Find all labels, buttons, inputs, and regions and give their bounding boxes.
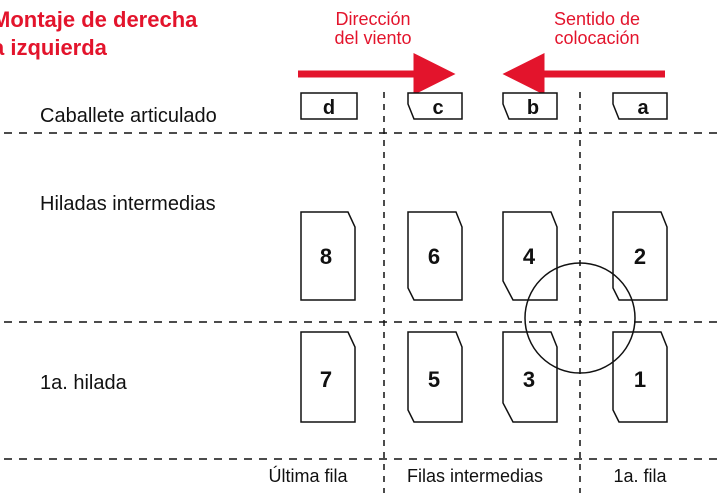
tile-7 [300,331,356,423]
column-label-intermediate: Filas intermedias [406,466,544,486]
row-label-first: 1a. hilada [40,372,127,394]
tile-label-8: 8 [320,244,332,269]
tile-8 [300,211,356,301]
tile-label-7: 7 [320,367,332,392]
ridge-label-a: a [637,97,649,119]
title-line-2: a izquierda [0,35,107,60]
ridge-label-b: b [527,97,539,119]
ridge-label-c: c [432,97,443,119]
wind-caption-line-1: Dirección [335,9,411,29]
ridge-tile-d [300,92,358,120]
tile-label-5: 5 [428,367,440,392]
tile-6 [407,211,463,301]
wind-direction-caption: Dirección del viento [318,10,428,48]
four-tile-overlap-circle [524,262,636,374]
row-label-intermediate: Hiladas intermedias [40,193,216,215]
laying-direction-caption: Sentido de colocación [532,10,662,48]
tile-label-3: 3 [523,367,535,392]
tile-4 [502,211,558,301]
tile-label-2: 2 [634,244,646,269]
tile-5 [407,331,463,423]
tile-2 [612,211,668,301]
tile-label-4: 4 [523,244,536,269]
ridge-tile-b [502,92,558,120]
tile-1 [612,331,668,423]
tile-label-6: 6 [428,244,440,269]
ridge-tile-c [407,92,463,120]
title-line-1: Montaje de derecha [0,7,198,32]
diagram-title: Montaje de derecha a izquierda [0,6,197,62]
ridge-label-d: d [323,97,335,119]
column-label-first: 1a. fila [613,466,667,486]
ridge-tile-a [612,92,668,120]
tile-label-1: 1 [634,367,646,392]
laying-caption-line-1: Sentido de [553,9,641,29]
wind-caption-line-2: del viento [334,28,412,48]
column-label-last: Última fila [268,466,348,486]
row-label-ridge: Caballete articulado [40,105,217,127]
tile-3 [502,331,558,423]
laying-caption-line-2: colocación [554,28,640,48]
